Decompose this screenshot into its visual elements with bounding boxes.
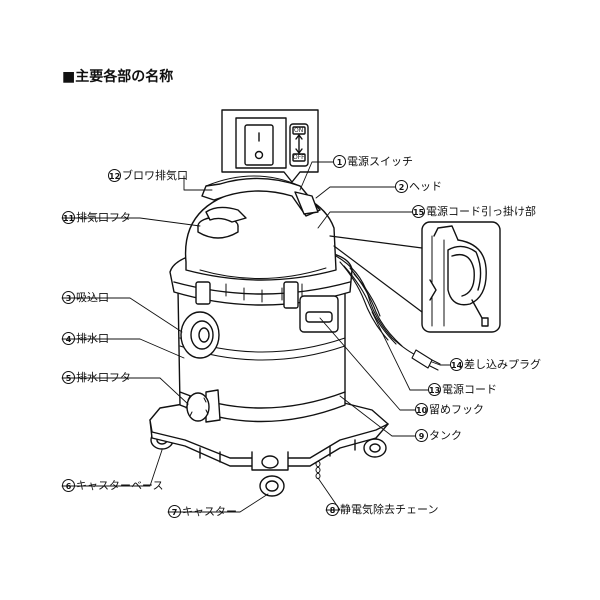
head (169, 175, 353, 333)
power-cord (335, 255, 441, 371)
switch-inset (221, 109, 319, 183)
static-chain (315, 460, 321, 480)
drain-port (185, 389, 221, 423)
rocker-switch-icon (244, 124, 274, 166)
switch-on-label: ON (294, 127, 304, 134)
intake-port (180, 311, 220, 359)
cord-hook-inset (329, 221, 501, 333)
switch-off-label: OFF (293, 154, 305, 161)
diagram-title: ■主要各部の名称 (62, 69, 174, 85)
